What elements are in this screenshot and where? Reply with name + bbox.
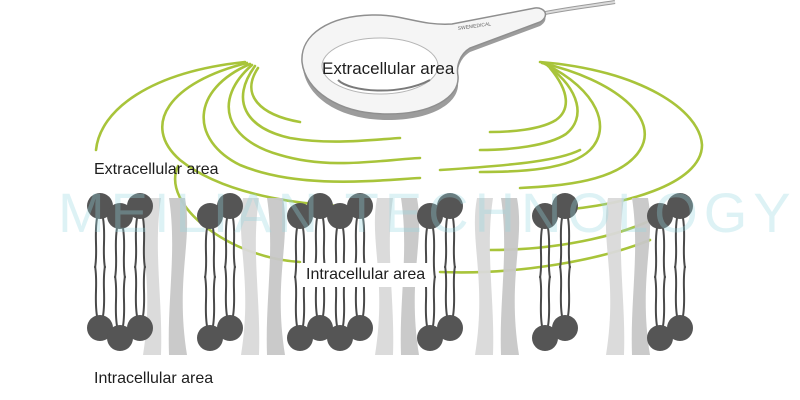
lipid-molecule-icon	[667, 193, 693, 269]
ion-channel-icon	[142, 198, 188, 355]
electromagnetic-field-lines	[94, 60, 704, 274]
field-line-4	[227, 63, 422, 165]
field-line-10	[518, 61, 646, 190]
field-line-8	[438, 148, 582, 172]
lipid-molecule-icon	[217, 265, 243, 341]
probe-extracellular-label: Extracellular area	[322, 59, 455, 78]
field-line-1	[94, 60, 247, 152]
lipid-molecule-icon	[437, 265, 463, 341]
middle-intracellular-label: Intracellular area	[300, 263, 432, 287]
field-line-11	[478, 62, 602, 174]
lipid-molecule-icon	[197, 275, 223, 351]
field-line-2	[161, 61, 342, 208]
upper-extracellular-label: Extracellular area	[94, 161, 219, 178]
lipid-molecule-icon	[437, 193, 463, 269]
field-line-5	[241, 64, 402, 143]
lipid-molecule-icon	[107, 275, 133, 351]
lipid-molecule-icon	[532, 275, 558, 351]
lipid-molecule-icon	[667, 265, 693, 341]
lipid-molecule-icon	[217, 193, 243, 269]
lipid-molecule-icon	[127, 193, 153, 269]
lipid-molecule-icon	[87, 265, 113, 341]
lower-intracellular-label: Intracellular area	[94, 370, 214, 387]
lipid-molecule-icon	[287, 203, 313, 279]
lipid-molecule-icon	[127, 265, 153, 341]
lipid-molecule-icon	[107, 203, 133, 279]
lipid-molecule-icon	[552, 193, 578, 269]
ion-channel-icon	[474, 198, 520, 355]
probe-brand-text: SWEMEDICAL	[457, 21, 491, 32]
lipid-molecule-icon	[417, 275, 443, 351]
lipid-molecule-icon	[552, 265, 578, 341]
lipid-molecule-icon	[327, 275, 353, 351]
lipid-molecule-icon	[347, 193, 373, 269]
lipid-molecule-icon	[647, 203, 673, 279]
lipid-molecule-icon	[647, 275, 673, 351]
lipid-molecule-icon	[287, 275, 313, 351]
field-line-12	[478, 64, 579, 152]
ion-channel-icon	[605, 198, 651, 355]
field-line-13	[488, 66, 568, 134]
lipid-molecule-icon	[307, 193, 333, 269]
lipid-molecule-icon	[87, 193, 113, 269]
ion-channel-icon	[240, 198, 286, 355]
lipid-molecule-icon	[197, 203, 223, 279]
lipid-bilayer	[87, 193, 693, 351]
electromagnetic-probe-icon: SWEMEDICAL	[301, 7, 547, 120]
lipid-molecule-icon	[532, 203, 558, 279]
field-line-3	[202, 62, 422, 183]
field-line-15	[438, 238, 652, 274]
field-line-6	[250, 66, 302, 124]
